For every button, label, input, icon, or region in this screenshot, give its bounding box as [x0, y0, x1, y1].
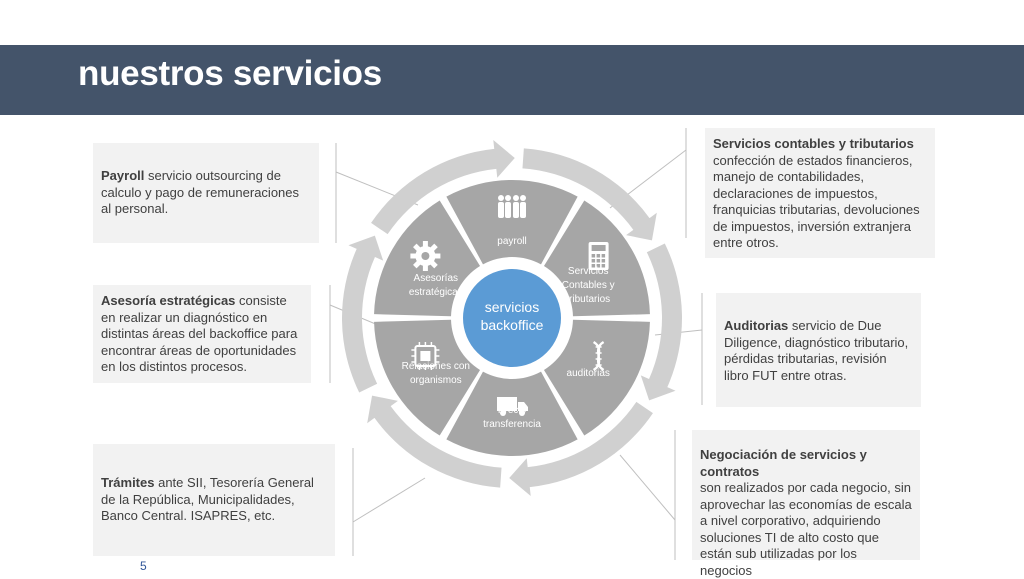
- truck-icon: [497, 397, 528, 416]
- ring-arrow-5: [342, 235, 384, 393]
- segment-relaciones: [374, 319, 481, 436]
- gear-icon: [410, 241, 441, 271]
- ring-arrow-3: [509, 401, 653, 497]
- negociacion-title: Negociación de servicios y contratos: [700, 447, 867, 479]
- auditorias-description-box: Auditorias servicio de Due Diligence, di…: [716, 293, 921, 407]
- contables-title: Servicios contables y tributarios: [713, 136, 914, 151]
- center-circle: [463, 269, 561, 367]
- asesoria-description: consiste en realizar un diagnóstico en d…: [101, 293, 298, 374]
- segment-label-contables: Servicios: [568, 266, 609, 277]
- ring-arrow-4: [367, 395, 502, 488]
- segment-label-auditorias: auditorias: [567, 368, 610, 379]
- calculator-icon: [588, 242, 609, 270]
- segment-label-precio: Precio: [498, 405, 527, 416]
- payroll-description: servicio outsourcing de calculo y pago d…: [101, 168, 300, 216]
- negociacion-description-box: Negociación de servicios y contratos son…: [692, 430, 920, 578]
- asesoria-title: Asesoría estratégicas: [101, 293, 236, 308]
- negociacion-description: son realizados por cada negocio, sin apr…: [700, 480, 912, 578]
- ring-arrow-1: [522, 148, 657, 241]
- segment-label-contables: Contables y: [562, 280, 615, 291]
- asesoria-description-box: Asesoría estratégicas consiste en realiz…: [93, 285, 311, 383]
- tramites-description: ante SII, Tesorería General de la Repúbl…: [101, 475, 314, 523]
- center-label-line2: backoffice: [481, 317, 544, 333]
- contables-description-box: Servicios contables y tributarios confec…: [705, 128, 935, 258]
- auditorias-title: Auditorias: [724, 318, 789, 333]
- payroll-description-box: Payroll servicio outsourcing de calculo …: [93, 143, 319, 243]
- chip-icon: [411, 342, 440, 370]
- segment-label-relaciones: Relaciones con: [402, 361, 470, 372]
- connector-line-tramites-diag: [352, 477, 426, 523]
- segment-precio: [446, 371, 578, 457]
- page-number: 5: [140, 559, 147, 573]
- ring-arrow-6: [371, 139, 515, 235]
- tramites-description-box: Trámites ante SII, Tesorería General de …: [93, 444, 335, 556]
- dna-icon: [592, 340, 605, 372]
- ring-arrow-2: [640, 243, 682, 401]
- segment-auditorias: [543, 319, 650, 436]
- people-icon: [498, 195, 526, 218]
- segment-label-asesorias: Asesorías: [414, 273, 458, 284]
- segment-label-contables: tributarios: [566, 294, 610, 305]
- center-label-line1: servicios: [485, 299, 539, 315]
- segment-label-relaciones: organismos: [410, 375, 462, 386]
- segment-payroll: [446, 179, 578, 265]
- auditorias-description: servicio de Due Diligence, diagnóstico t…: [724, 318, 909, 383]
- contables-description: confección de estados financieros, manej…: [713, 152, 920, 251]
- tramites-title: Trámites: [101, 475, 155, 490]
- payroll-title: Payroll: [101, 168, 145, 183]
- segment-label-payroll: payroll: [497, 236, 526, 247]
- page-title: nuestros servicios: [78, 54, 382, 93]
- title-banner: nuestros servicios: [0, 45, 1024, 115]
- segment-label-asesorias: estratégicas: [409, 287, 463, 298]
- connector-line-negociacion-diag: [619, 454, 676, 521]
- segment-label-precio: transferencia: [483, 419, 541, 430]
